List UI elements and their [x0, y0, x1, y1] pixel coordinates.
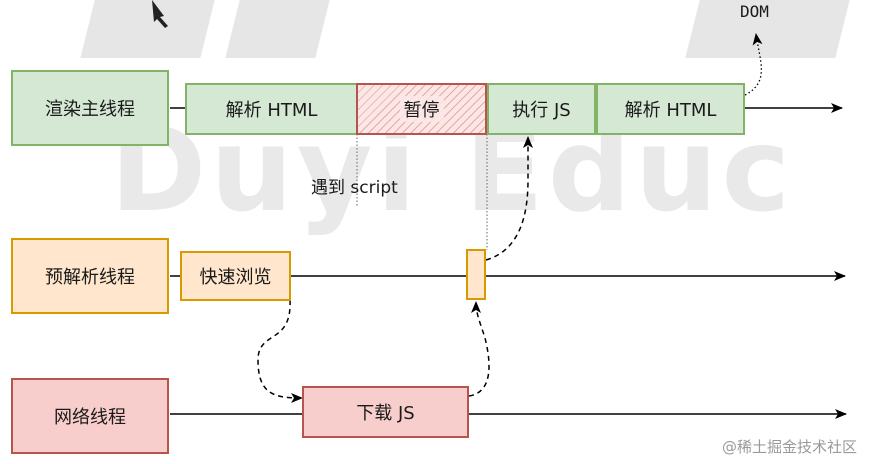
dom-annotation: DOM: [740, 2, 769, 21]
fast-scan-label: 快速浏览: [199, 267, 272, 288]
source-credit: @稀土掘金技术社区: [722, 438, 858, 456]
parse-html-segment-2: 解析 HTML: [596, 83, 745, 135]
main-thread-label: 渲染主线程: [45, 99, 135, 120]
network-thread-label: 网络线程: [54, 407, 126, 428]
marker-to-execute-js-arrow: [485, 136, 533, 261]
cursor-arrow-icon: [152, 0, 168, 28]
download-to-marker-arrow: [468, 301, 490, 397]
parse-html-segment-1: 解析 HTML: [185, 83, 358, 135]
preparse-thread-label-box: 预解析线程: [11, 238, 169, 314]
execute-js-segment: 执行 JS: [487, 83, 596, 135]
download-js-label: 下载 JS: [356, 403, 415, 424]
download-complete-marker: [466, 249, 486, 300]
fast-scan-to-download-arrow: [257, 299, 303, 403]
fast-scan-segment: 快速浏览: [180, 251, 291, 301]
parse-html-1-label: 解析 HTML: [225, 100, 318, 121]
download-js-segment: 下载 JS: [302, 386, 469, 438]
preparse-thread-label: 预解析线程: [45, 267, 135, 288]
execute-js-label: 执行 JS: [512, 100, 571, 121]
pause-label: 暂停: [399, 96, 444, 122]
network-thread-label-box: 网络线程: [11, 378, 169, 454]
pause-segment: 暂停: [356, 83, 487, 135]
parse-html-to-dom-arrow: [744, 33, 763, 96]
main-thread-label-box: 渲染主线程: [11, 70, 169, 146]
parse-html-2-label: 解析 HTML: [624, 100, 717, 121]
encounter-script-annotation: 遇到 script: [311, 178, 398, 198]
